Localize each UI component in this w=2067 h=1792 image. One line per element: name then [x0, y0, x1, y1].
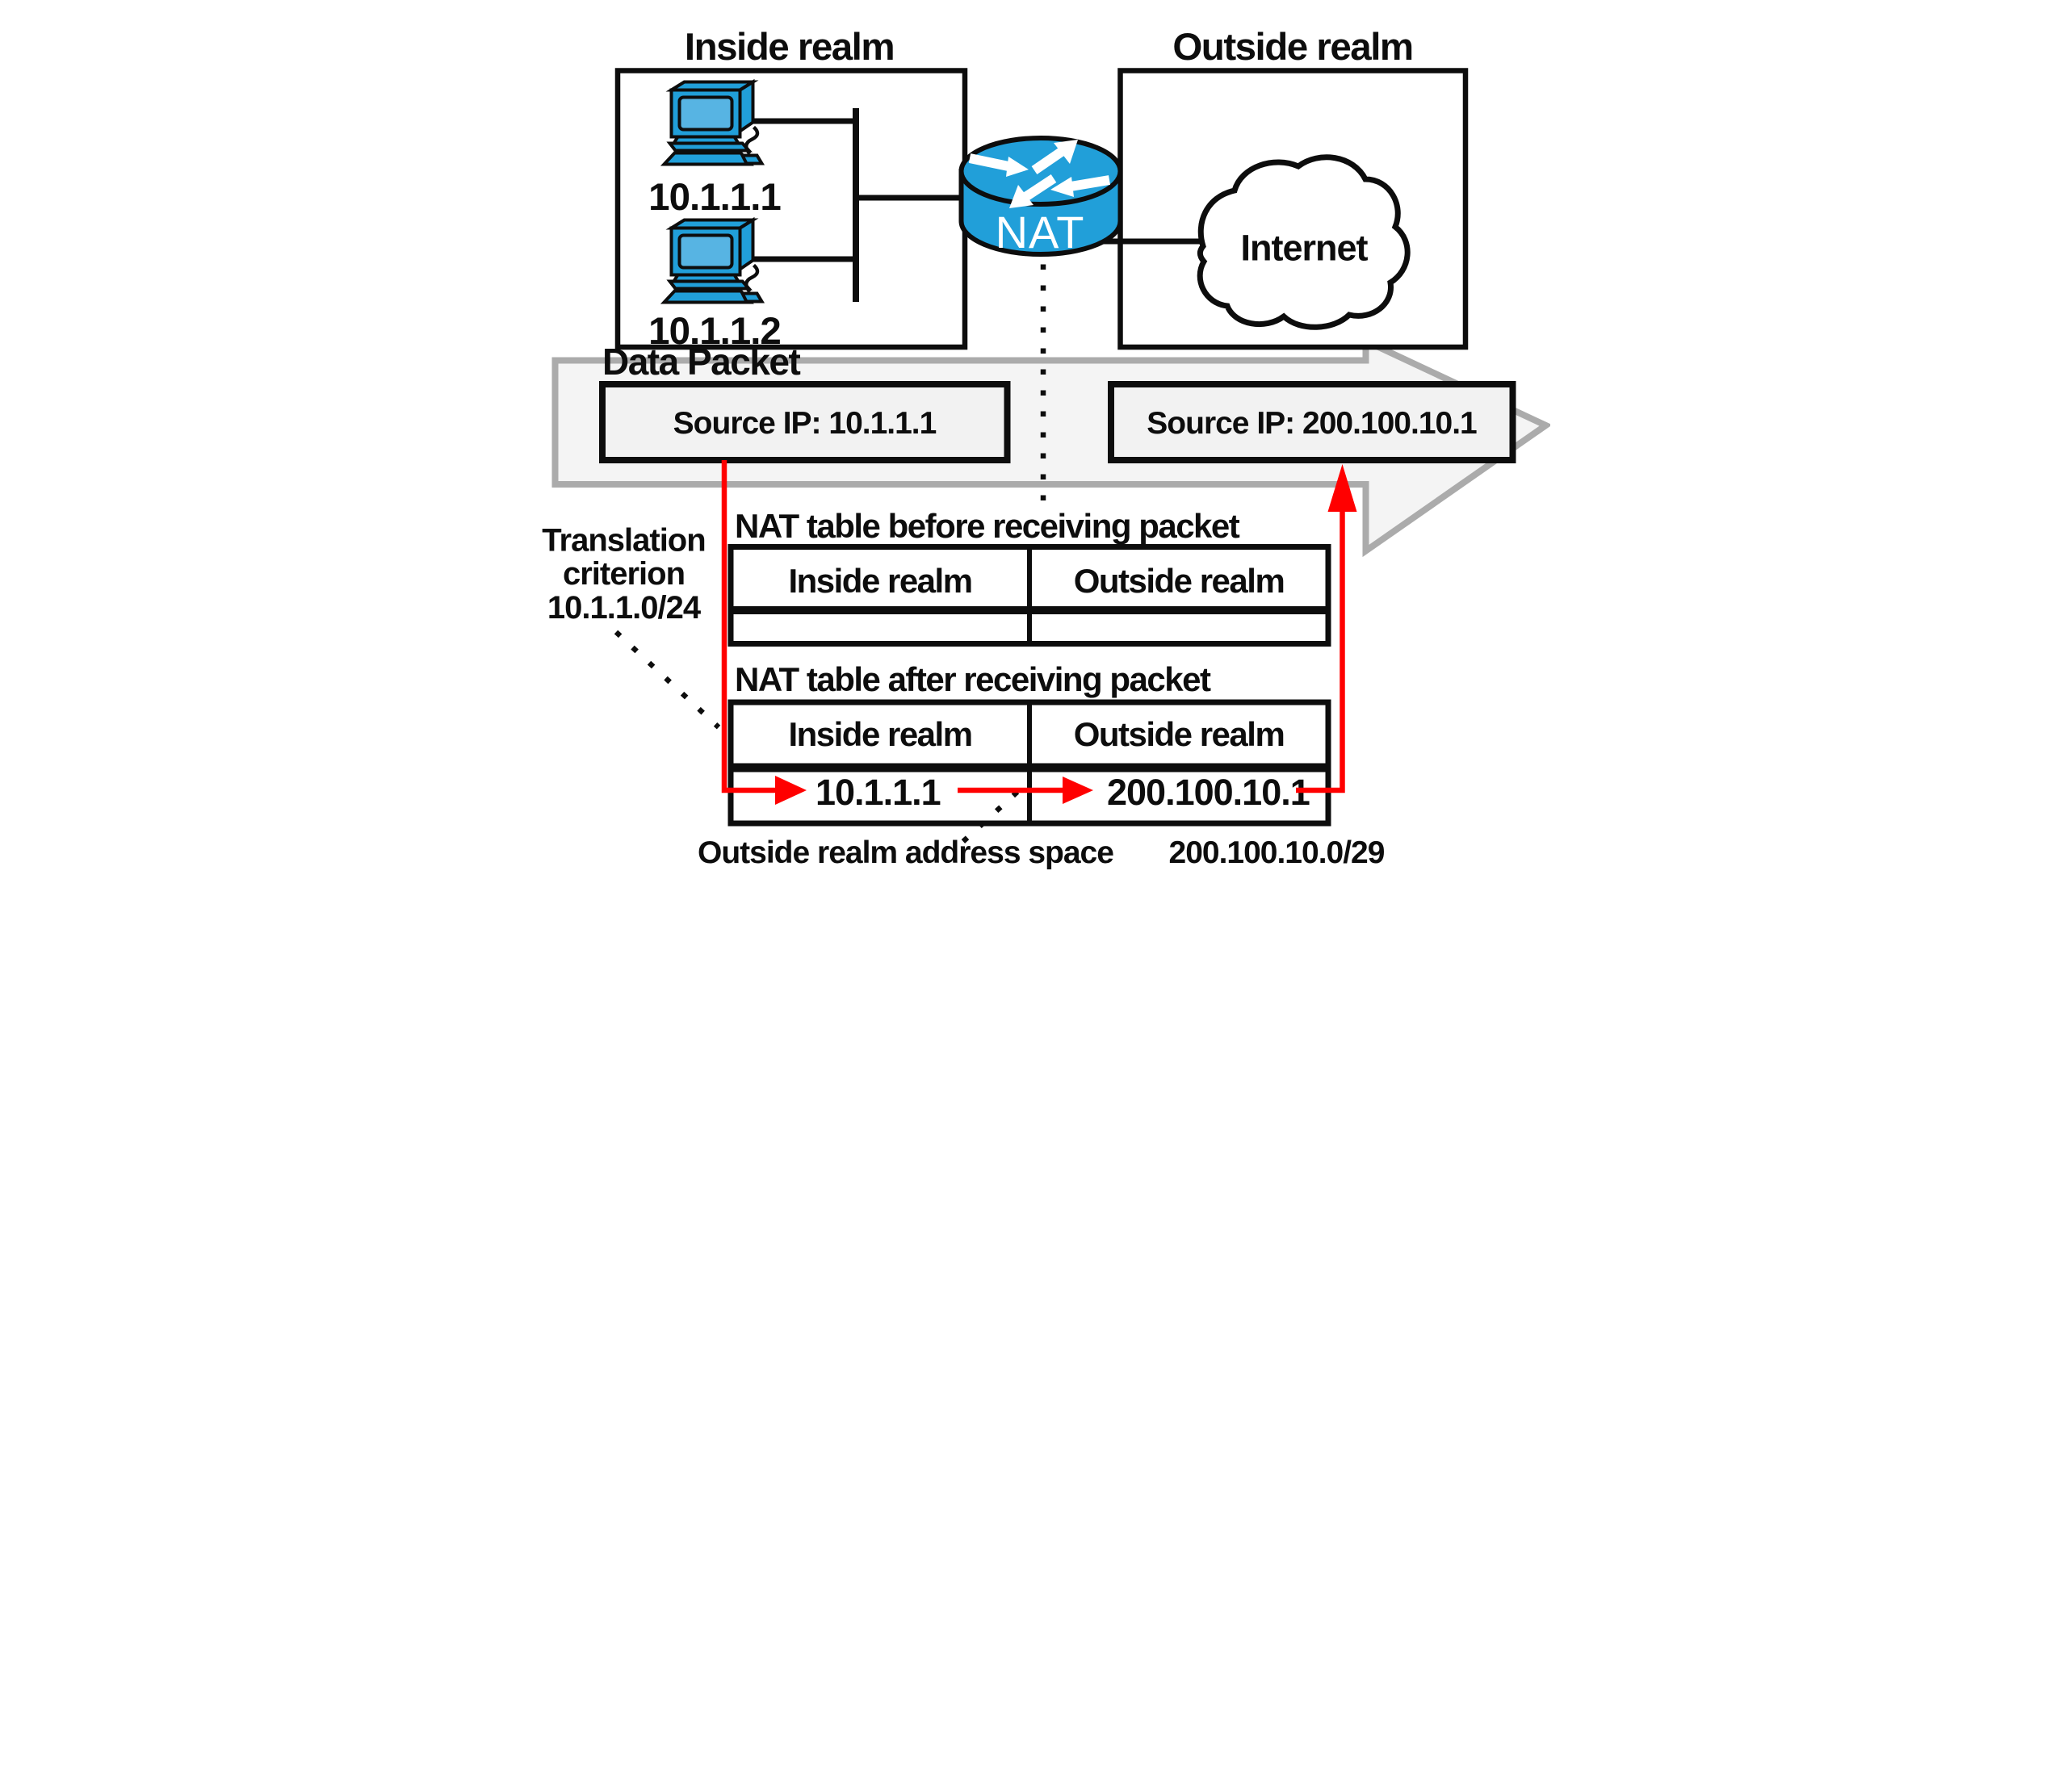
translation-arrow-inside-to-outside-head	[1063, 777, 1093, 804]
nat-table-after: NAT table after receiving packet Inside …	[727, 660, 1331, 827]
computer-icon-host1	[665, 82, 762, 165]
source-ip-label-outside: Source IP: 200.100.10.1	[1147, 406, 1477, 441]
source-ip-box-inside	[599, 381, 1011, 463]
translation-arrow-to-packet-head	[1327, 464, 1357, 512]
translation-arrow-to-packet	[1296, 509, 1345, 793]
nat-table-before-col2-header: Outside realm	[1074, 562, 1285, 600]
nat-table-after-col1-header: Inside realm	[788, 715, 971, 753]
svg-text:criterion: criterion	[563, 556, 685, 592]
nat-diagram: Data Packet Inside realm Outside realm 1…	[517, 0, 1550, 896]
nat-table-after-cell-inside: 10.1.1.1	[815, 772, 941, 813]
translation-arrow-into-table-head	[775, 776, 807, 805]
host1-ip-label: 10.1.1.1	[648, 176, 781, 219]
host2-ip-label: 10.1.1.2	[648, 310, 781, 353]
source-ip-label-inside: Source IP: 10.1.1.1	[673, 406, 937, 441]
translation-arrow-into-table	[721, 460, 775, 793]
internet-cloud-icon	[1197, 154, 1411, 330]
nat-table-before-title: NAT table before receiving packet	[735, 507, 1240, 545]
nat-router-label: NAT	[996, 207, 1085, 257]
routing-arrows-icon	[968, 140, 1110, 208]
nat-table-after-cell-outside: 200.100.10.1	[1107, 772, 1310, 813]
nat-table-after-title: NAT table after receiving packet	[735, 660, 1211, 698]
criterion-dotted-line	[614, 630, 721, 730]
translation-criterion-label: Translation criterion 10.1.1.0/24	[542, 523, 706, 626]
nat-diagram-canvas: Data Packet Inside realm Outside realm 1…	[542, 26, 1550, 870]
nat-router-icon: NAT	[958, 136, 1123, 257]
computer-icon-host2	[665, 220, 762, 303]
svg-text:Translation: Translation	[542, 523, 705, 559]
inside-realm-title: Inside realm	[685, 26, 894, 69]
nat-table-before: NAT table before receiving packet Inside…	[727, 507, 1331, 647]
source-ip-box-outside	[1108, 381, 1516, 463]
nat-table-before-col1-header: Inside realm	[788, 562, 971, 600]
nat-table-after-col2-header: Outside realm	[1074, 715, 1285, 753]
outside-address-space-label: Outside realm address space	[698, 835, 1113, 870]
translation-flow	[721, 460, 1357, 805]
outside-realm-title: Outside realm	[1172, 26, 1412, 69]
outside-address-space-value: 200.100.10.0/29	[1169, 835, 1385, 870]
internet-label: Internet	[1240, 228, 1368, 269]
svg-text:10.1.1.0/24: 10.1.1.0/24	[547, 590, 702, 626]
